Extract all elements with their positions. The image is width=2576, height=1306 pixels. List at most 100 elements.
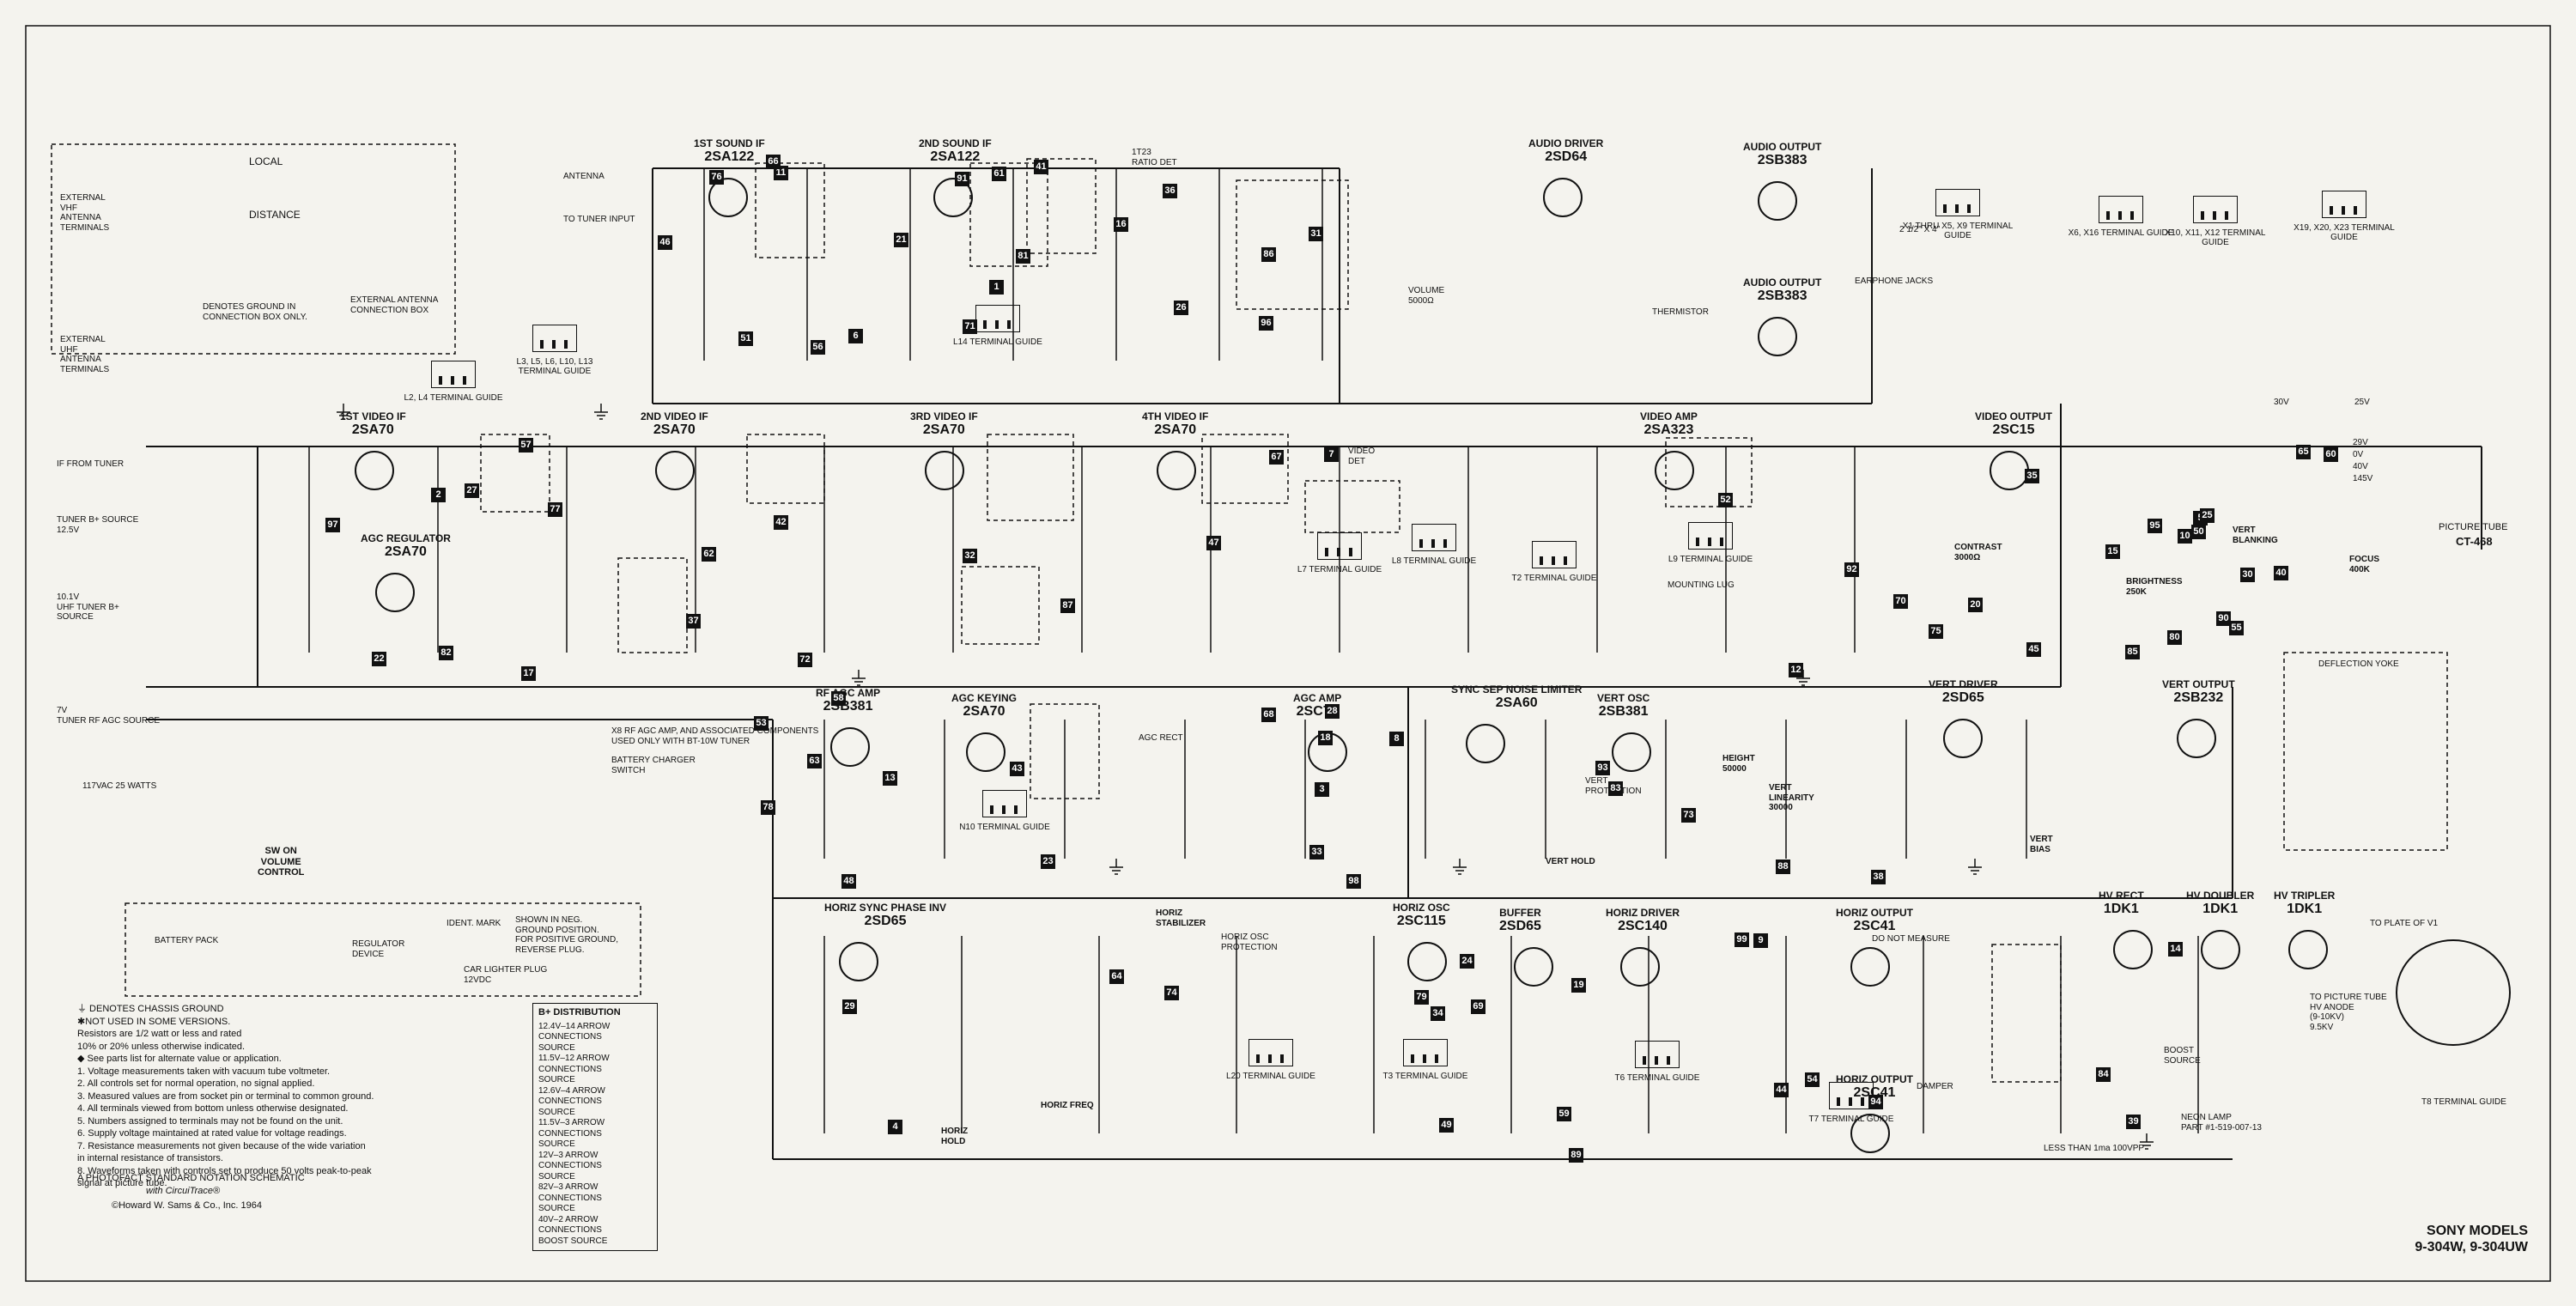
stage-name: 1ST SOUND IF xyxy=(694,137,765,149)
less-than-label: LESS THAN 1ma 100VPP xyxy=(2044,1144,2145,1153)
test-point-marker: 25 xyxy=(2200,508,2215,523)
test-point-marker: 96 xyxy=(1259,316,1273,331)
distribution-item: SOURCE xyxy=(538,1042,575,1053)
stage-name: 2ND VIDEO IF xyxy=(641,410,708,422)
test-point-marker: 20 xyxy=(1968,598,1983,612)
terminal-guide-label: L8 TERMINAL GUIDE xyxy=(1391,556,1477,566)
transistor-symbol xyxy=(1655,451,1694,490)
transistor-symbol xyxy=(2177,719,2216,758)
terminal-guide-label: N10 TERMINAL GUIDE xyxy=(959,823,1050,832)
terminal-guide-symbol xyxy=(1403,1039,1448,1066)
transistor-symbol xyxy=(375,573,415,612)
shield-box xyxy=(1201,434,1289,504)
note-line: ✱NOT USED IN SOME VERSIONS. xyxy=(77,1016,231,1027)
test-point-marker: 53 xyxy=(754,716,769,731)
ext-box-label: EXTERNAL ANTENNA CONNECTION BOX xyxy=(350,295,439,315)
test-point-marker: 27 xyxy=(465,483,479,498)
shield-box xyxy=(1991,944,2062,1083)
stage-name: 1ST VIDEO IF xyxy=(340,410,406,422)
test-point-marker: 81 xyxy=(1016,249,1030,264)
test-point-marker: 28 xyxy=(1325,704,1340,719)
test-point-marker: 60 xyxy=(2324,447,2338,462)
stage-part: 2SC15 xyxy=(1992,422,2035,437)
test-point-marker: 46 xyxy=(658,235,672,250)
transistor-symbol xyxy=(1620,947,1660,987)
note-line: 10% or 20% unless otherwise indicated. xyxy=(77,1041,246,1052)
test-point-marker: 44 xyxy=(1774,1083,1789,1097)
terminal-guide-label: X1 THRU X5, X9 TERMINAL GUIDE xyxy=(1902,222,2014,240)
ext-vhf-label: EXTERNAL VHF ANTENNA TERMINALS xyxy=(60,193,110,233)
ground-note-label: DENOTES GROUND IN CONNECTION BOX ONLY. xyxy=(203,302,307,322)
terminal-guide: L3, L5, L6, L10, L13 TERMINAL GUIDE xyxy=(495,325,615,376)
vert-linearity-label: VERT LINEARITY 30000 xyxy=(1769,783,1814,812)
neg-ground-label: SHOWN IN NEG. GROUND POSITION. FOR POSIT… xyxy=(515,915,619,955)
stage-part: 2SA70 xyxy=(351,422,394,437)
test-point-marker: 74 xyxy=(1164,986,1179,1000)
test-point-marker: 66 xyxy=(766,155,781,169)
t8-guide-label: T8 TERMINAL GUIDE xyxy=(2421,1097,2506,1107)
transistor-symbol xyxy=(839,942,878,981)
shield-box xyxy=(125,902,641,997)
test-point-marker: 80 xyxy=(2167,630,2182,645)
test-point-marker: 69 xyxy=(1471,999,1485,1014)
test-point-marker: 61 xyxy=(992,167,1006,181)
to-picture-tube-label: TO PICTURE TUBE HV ANODE (9-10KV) 9.5KV xyxy=(2310,993,2387,1032)
boost-label: BOOST SOURCE xyxy=(2164,1046,2201,1066)
shield-box xyxy=(1236,179,1349,310)
test-point-marker: 29 xyxy=(842,999,857,1014)
test-point-marker: 86 xyxy=(1261,247,1276,262)
terminal-guide: N10 TERMINAL GUIDE xyxy=(945,790,1065,832)
test-point-marker: 94 xyxy=(1868,1095,1883,1109)
test-point-marker: 87 xyxy=(1060,598,1075,613)
shield-box xyxy=(746,434,825,504)
tuner-rf-agc-label: 7V TUNER RF AGC SOURCE xyxy=(57,706,161,726)
terminal-guide-symbol xyxy=(2193,196,2238,223)
notes-block: ⏚ DENOTES CHASSIS GROUND✱NOT USED IN SOM… xyxy=(77,1003,524,1190)
shield-box xyxy=(1026,158,1097,254)
test-point-marker: 22 xyxy=(372,652,386,666)
terminal-guide: L20 TERMINAL GUIDE xyxy=(1211,1039,1331,1081)
test-point-marker: 70 xyxy=(1893,594,1908,609)
transistor-symbol xyxy=(355,451,394,490)
test-point-marker: 12 xyxy=(1789,663,1803,677)
transistor-symbol xyxy=(1407,942,1447,981)
note-line: 8. Waveforms taken with controls set to … xyxy=(77,1165,372,1176)
test-point-marker: 98 xyxy=(1346,874,1361,889)
test-point-marker: 45 xyxy=(2026,642,2041,657)
transistor-symbol xyxy=(933,178,973,217)
transistor-symbol xyxy=(1612,732,1651,772)
test-point-marker: 58 xyxy=(831,691,846,706)
stage-part: 2SD65 xyxy=(1499,919,1541,933)
test-point-marker: 30 xyxy=(2240,568,2255,582)
photofact-label: A PHOTOFACT STANDARD NOTATION SCHEMATIC xyxy=(77,1173,305,1183)
test-point-marker: 10 xyxy=(2178,529,2192,544)
crt-voltage-label: 0V xyxy=(2353,450,2364,459)
terminal-guide-label: T2 TERMINAL GUIDE xyxy=(1511,574,1597,583)
models-block: SONY MODELS 9-304W, 9-304UW xyxy=(2415,1223,2528,1255)
shield-box xyxy=(961,566,1040,645)
distribution-item: SOURCE xyxy=(538,1171,575,1181)
terminal-guide-symbol xyxy=(1532,541,1577,568)
test-point-marker: 99 xyxy=(1735,932,1749,947)
terminal-guide-label: X6, X16 TERMINAL GUIDE xyxy=(2068,228,2174,238)
vert-hold-label: VERT HOLD xyxy=(1546,857,1595,866)
transistor-symbol xyxy=(1514,947,1553,987)
transistor-symbol xyxy=(1850,1114,1890,1153)
horiz-osc-protection-label: HORIZ OSC PROTECTION xyxy=(1221,932,1278,952)
focus-label: FOCUS 400K xyxy=(2349,555,2379,574)
neon-lamp-label: NEON LAMP PART #1-519-007-13 xyxy=(2181,1113,2262,1133)
test-point-marker: 15 xyxy=(2105,544,2120,559)
test-point-marker: 40 xyxy=(2274,566,2288,580)
